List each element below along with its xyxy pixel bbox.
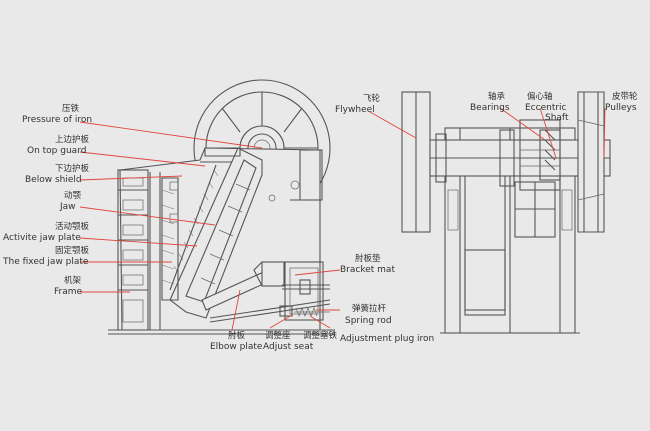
label-active-plate-en: Activite jaw plate <box>3 233 81 243</box>
label-adjust-seat-zh: 调整座 <box>265 331 291 341</box>
label-frame-en: Frame <box>54 287 83 297</box>
fixed-jaw-plate <box>161 177 179 301</box>
label-top-guard-zh: 上边护板 <box>55 135 90 145</box>
label-elbow-zh: 肘板 <box>228 331 246 341</box>
label-fixed-plate-en: The fixed jaw plate <box>3 257 89 267</box>
label-pulleys-zh: 皮带轮 <box>612 92 638 102</box>
label-pulleys-en: Pulleys <box>605 103 637 113</box>
label-jaw-zh: 动颚 <box>64 191 82 201</box>
label-bearings-en: Bearings <box>470 103 510 113</box>
label-eccentric-en-line1: Eccentric <box>525 103 567 113</box>
label-bracket-en: Bracket mat <box>340 265 395 275</box>
label-fixed-plate-zh: 固定颚板 <box>55 246 90 256</box>
label-top-guard-en: On top guard <box>27 146 87 156</box>
upper-guards <box>169 147 300 223</box>
label-elbow-en: Elbow plate <box>210 342 263 352</box>
leader-lines-left <box>79 121 341 331</box>
label-spring-zh: 弹簧拉杆 <box>352 304 387 314</box>
label-flywheel-en: Flywheel <box>335 105 375 115</box>
label-flywheel-zh: 飞轮 <box>363 94 381 104</box>
label-adjust-seat-en: Adjust seat <box>263 342 314 352</box>
label-jaw-en: Jaw <box>60 202 76 212</box>
pulley-front <box>577 91 605 233</box>
label-bracket-zh: 肘板垫 <box>355 254 381 264</box>
label-adjust-iron-en: Adjustment plug iron <box>340 334 435 344</box>
label-pressure-en: Pressure of iron <box>22 115 93 125</box>
label-pressure-zh: 压铁 <box>62 104 80 114</box>
label-frame-zh: 机架 <box>64 276 82 286</box>
label-bearings-zh: 轴承 <box>488 92 506 102</box>
label-adjust-iron-zh: 调整塞铁 <box>303 331 338 341</box>
label-below-shield-zh: 下边护板 <box>55 164 90 174</box>
toggle-plate <box>201 261 331 323</box>
label-eccentric-zh: 偏心轴 <box>527 92 553 102</box>
label-eccentric-en-line2: Shaft <box>545 113 569 123</box>
label-below-shield-en: Below shield <box>25 175 82 185</box>
label-active-plate-zh: 活动颚板 <box>55 222 90 232</box>
flywheel-front <box>401 91 431 233</box>
label-spring-en: Spring rod <box>345 316 392 326</box>
leader-lines-right <box>369 107 606 159</box>
